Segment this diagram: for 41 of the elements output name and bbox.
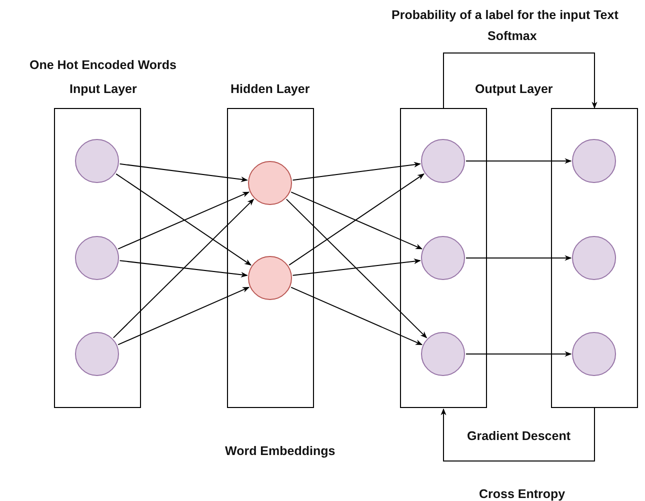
layer-box <box>551 108 638 408</box>
arrow <box>466 351 572 357</box>
arrow <box>288 173 424 266</box>
arrow <box>119 260 248 278</box>
neuron-circle <box>572 139 616 183</box>
arrow <box>112 198 254 338</box>
layer-heading: Output Layer <box>475 82 553 96</box>
arrow <box>116 173 252 266</box>
neuron-circle <box>75 332 119 376</box>
neuron-circle <box>421 139 465 183</box>
layer-box <box>227 108 314 408</box>
arrow <box>118 192 250 250</box>
neuron-circle <box>421 332 465 376</box>
layer-caption: Word Embeddings <box>225 444 336 458</box>
neuron-circle <box>421 236 465 280</box>
arrow <box>119 163 248 182</box>
neuron-circle <box>248 161 292 205</box>
edge-label: Gradient Descent <box>467 429 571 443</box>
arrow <box>286 198 428 338</box>
arrow <box>292 162 421 181</box>
arrow <box>292 258 421 276</box>
arrow <box>466 158 572 164</box>
layer-heading: Input Layer <box>70 82 137 96</box>
arrow <box>443 52 598 109</box>
edge-label: Softmax <box>488 29 537 43</box>
neuron-circle <box>75 236 119 280</box>
layer-caption: One Hot Encoded Words <box>30 58 176 72</box>
neuron-circle <box>75 139 119 183</box>
arrow <box>290 192 423 250</box>
arrow <box>290 286 423 346</box>
neuron-circle <box>572 236 616 280</box>
neuron-circle <box>572 332 616 376</box>
arrow <box>118 286 250 346</box>
arrow <box>440 408 595 462</box>
arrow <box>466 255 572 261</box>
annotation-text: Probability of a label for the input Text <box>392 8 618 22</box>
layer-box <box>400 108 487 408</box>
neuron-circle <box>248 256 292 300</box>
layer-box <box>54 108 141 408</box>
layer-heading: Hidden Layer <box>230 82 310 96</box>
annotation-text: Cross Entropy <box>479 487 566 501</box>
